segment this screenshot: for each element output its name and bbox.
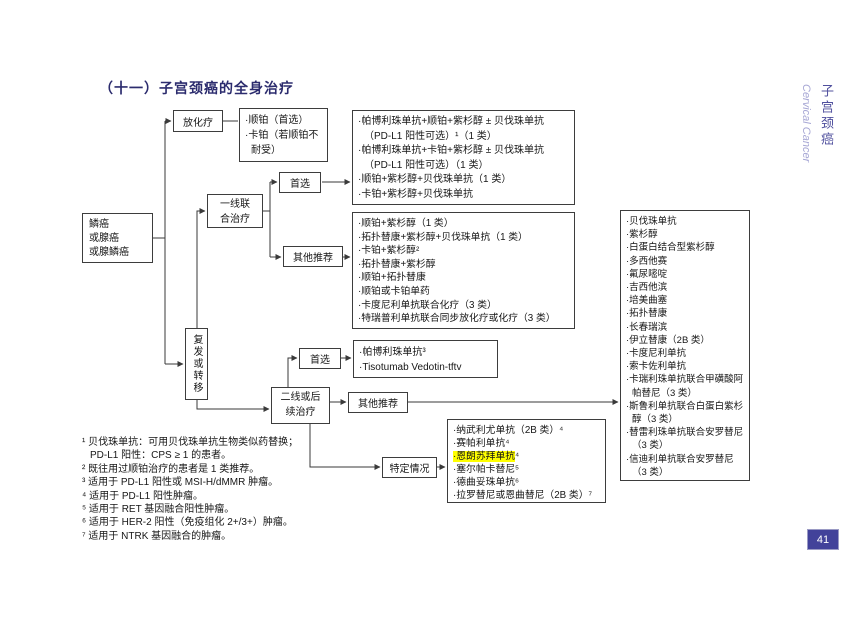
list-item: ·帕博利珠单抗³ <box>359 347 426 358</box>
list-item: ·拓扑替康+紫杉醇+贝伐珠单抗（1 类） <box>358 231 528 243</box>
list-item: ·培美曲塞 <box>626 295 668 307</box>
firstline-therapy-box: 一线联合治疗 <box>207 194 263 228</box>
list-item: 或腺癌 <box>89 233 119 244</box>
list-item: ·贝伐珠单抗 <box>626 216 677 227</box>
crt-agents-box: ·顺铂（首选） ·卡铂（若顺铂不耐受） <box>239 108 328 162</box>
list-item: ·德曲妥珠单抗⁶ <box>453 477 520 488</box>
list-item: ·吉西他滨 <box>626 282 668 294</box>
list-item: ·顺铂或卡铂单药 <box>358 285 430 297</box>
list-item: ·氟尿嘧啶 <box>626 268 668 280</box>
list-item: ·斯鲁利单抗联合白蛋白紫杉醇（3 类） <box>626 400 744 426</box>
list-item: 二线或后 <box>280 392 321 403</box>
recurrent-metastatic-box: 复发或转移 <box>185 328 208 400</box>
list-item: ⁶ 适用于 HER-2 阳性（免疫组化 2+/3+）肿瘤。 <box>82 517 293 529</box>
list-item: ² 既往用过顺铂治疗的患者是 1 类推荐。 <box>82 463 260 475</box>
list-item: ·帕博利珠单抗+卡铂+紫杉醇 ± 贝伐珠单抗（PD-L1 阳性可选）（1 类） <box>358 145 545 171</box>
list-item: 或腺鳞癌 <box>89 247 129 258</box>
list-item: ·长春瑞滨 <box>626 321 668 333</box>
secondline-preferred-box: ·帕博利珠单抗³ ·Tisotumab Vedotin-tftv <box>353 340 498 378</box>
list-item: ³ 适用于 PD-L1 阳性或 MSI-H/dMMR 肿瘤。 <box>82 477 279 489</box>
chemoradiation-box: 放化疗 <box>173 110 223 132</box>
list-item: 鳞癌 <box>89 219 109 230</box>
list-item: ·帕博利珠单抗+顺铂+紫杉醇 ± 贝伐珠单抗（PD-L1 阳性可选）¹（1 类） <box>358 116 545 142</box>
other-recommended-label-box-1: 其他推荐 <box>283 246 343 267</box>
list-item: 合治疗 <box>220 214 250 225</box>
list-item: ·顺铂+紫杉醇+贝伐珠单抗（1 类） <box>358 174 512 185</box>
preferred-label-box-1: 首选 <box>279 172 321 193</box>
specific-situations-label-box: 特定情况 <box>382 457 437 478</box>
page-title: （十一）子宫颈癌的全身治疗 <box>99 80 294 96</box>
list-item: ·伊立替康（2B 类） <box>626 334 710 346</box>
list-item: ·卡铂+紫杉醇+贝伐珠单抗 <box>358 188 474 200</box>
list-item: ·卡铂（若顺铂不耐受） <box>245 130 319 156</box>
list-item: ·白蛋白结合型紫杉醇 <box>626 242 715 254</box>
list-item: 一线联 <box>220 199 250 210</box>
list-item: 续治疗 <box>285 407 316 418</box>
list-item: ⁵ 适用于 RET 基因融合阳性肿瘤。 <box>82 504 235 516</box>
list-item: ·紫杉醇 <box>626 229 658 241</box>
list-item: ·顺铂+紫杉醇（1 类） <box>358 218 454 229</box>
list-item: ·多西他赛 <box>626 255 668 267</box>
list-item: ¹ 贝伐珠单抗：可用贝伐珠单抗生物类似药替换； PD-L1 阳性：CPS ≥ 1… <box>82 437 299 462</box>
sidebar-chapter-label-en: Cervical Cancer <box>800 84 812 163</box>
list-item: ·卡铂+紫杉醇² <box>358 245 420 257</box>
list-item: ·赛帕利单抗⁴ <box>453 438 510 449</box>
list-item: ⁴ 适用于 PD-L1 阳性肿瘤。 <box>82 490 203 502</box>
footnotes: ¹ 贝伐珠单抗：可用贝伐珠单抗生物类似药替换； PD-L1 阳性：CPS ≥ 1… <box>82 436 334 543</box>
list-item: ·特瑞普利单抗联合同步放化疗或化疗（3 类） <box>358 313 556 325</box>
specific-situations-options-box: ·纳武利尤单抗（2B 类）⁴ ·赛帕利单抗⁴ ·恩朗苏拜单抗⁴ ·塞尔帕卡替尼⁵ ·德曲… <box>447 419 606 503</box>
list-item: ·索卡佐利单抗 <box>626 361 687 373</box>
list-item: ·信迪利单抗联合安罗替尼（3 类） <box>626 453 734 478</box>
preferred-label-box-2: 首选 <box>299 348 341 369</box>
list-item: ·纳武利尤单抗（2B 类）⁴ <box>453 425 564 436</box>
histology-box: 鳞癌或腺癌或腺鳞癌 <box>82 213 153 263</box>
other-recommended-label-box-2: 其他推荐 <box>348 392 408 413</box>
list-item: ·卡度尼利单抗联合化疗（3 类） <box>358 299 497 311</box>
connector-lines <box>153 118 619 470</box>
secondline-therapy-box: 二线或后续治疗 <box>271 387 330 424</box>
page-number-badge: 41 <box>807 529 839 550</box>
list-item: ·卡瑞利珠单抗联合甲磺酸阿帕替尼（3 类） <box>626 374 744 399</box>
list-item: ·拓扑替康+紫杉醇 <box>358 258 436 270</box>
list-item: ·拓扑替康 <box>626 308 668 320</box>
list-item: ⁷ 适用于 NTRK 基因融合的肿瘤。 <box>82 530 232 542</box>
secondline-other-regimens-box: ·贝伐珠单抗 ·紫杉醇·白蛋白结合型紫杉醇·多西他赛·氟尿嘧啶 ·吉西他滨·培美曲塞… <box>620 210 750 481</box>
list-item: ·拉罗替尼或恩曲替尼（2B 类）⁷ <box>453 490 593 501</box>
list-item: ·卡度尼利单抗 <box>626 348 687 360</box>
crt-regimens-box: ·帕博利珠单抗+顺铂+紫杉醇 ± 贝伐珠单抗（PD-L1 阳性可选）¹（1 类）… <box>352 110 575 205</box>
sidebar-chapter-label-cn: 子宫颈癌 <box>819 84 834 148</box>
list-item: ·替雷利珠单抗联合安罗替尼（3 类） <box>626 427 744 452</box>
list-item: ·顺铂+拓扑替康 <box>358 272 426 284</box>
list-item: ·塞尔帕卡替尼⁵ <box>453 464 520 475</box>
list-item: ·顺铂（首选） <box>245 115 309 126</box>
list-item: ·恩朗苏拜单抗⁴ <box>453 451 520 462</box>
highlighted-drug: ·恩朗苏拜单抗 <box>453 451 516 462</box>
firstline-other-regimens-box: ·顺铂+紫杉醇（1 类） ·拓扑替康+紫杉醇+贝伐珠单抗（1 类） ·卡铂+紫杉醇²… <box>352 212 575 329</box>
list-item: ·Tisotumab Vedotin-tftv <box>359 362 462 373</box>
